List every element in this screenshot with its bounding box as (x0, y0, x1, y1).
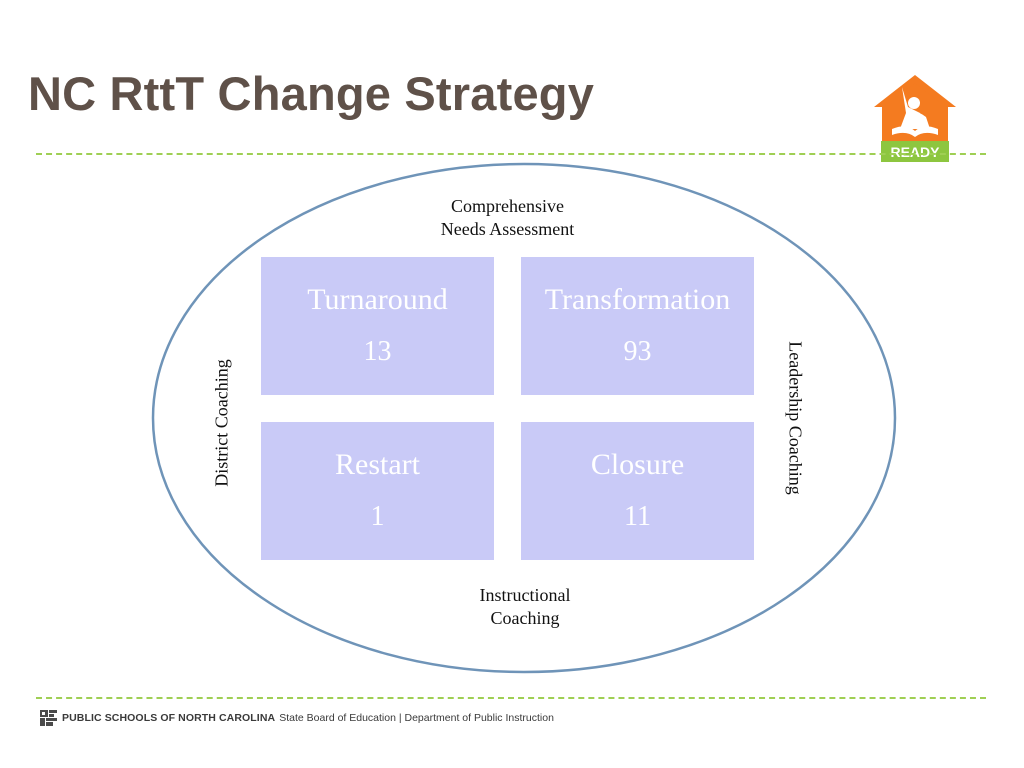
district-coaching-label: District Coaching (211, 359, 232, 487)
box-name: Closure (590, 448, 685, 481)
footer-department: State Board of Education | Department of… (279, 712, 554, 724)
comprehensive-needs-assessment-label: Comprehensive Needs Assessment (400, 195, 615, 241)
cna-line-1: Comprehensive (451, 196, 564, 216)
footer-org-name: PUBLIC SCHOOLS OF NORTH CAROLINA (62, 712, 276, 724)
box-name: Turnaround (307, 283, 448, 316)
cna-line-2: Needs Assessment (440, 219, 575, 239)
leadership-coaching-label: Leadership Coaching (785, 341, 806, 495)
logo-banner (881, 141, 949, 162)
restart-box: Restart 1 (261, 422, 494, 560)
ic-line-1: Instructional (479, 585, 571, 605)
ic-line-2: Coaching (490, 608, 560, 628)
footer: PUBLIC SCHOOLS OF NORTH CAROLINA State B… (39, 708, 554, 728)
strategy-ellipse (151, 162, 897, 674)
logo-text: READY (890, 144, 940, 160)
ready-logo: READY (874, 75, 956, 162)
logo-book (892, 126, 938, 137)
box-count: 93 (623, 336, 652, 367)
turnaround-box: Turnaround 13 (261, 257, 494, 395)
top-dashed-rule (36, 153, 986, 155)
bottom-dashed-rule (36, 697, 986, 699)
nc-schools-seal-icon (40, 710, 57, 726)
box-name: Restart (335, 448, 420, 481)
box-count: 13 (363, 336, 392, 367)
instructional-coaching-label: Instructional Coaching (430, 584, 620, 630)
logo-figure-arm (902, 87, 920, 117)
box-count: 1 (370, 501, 385, 532)
box-count: 11 (624, 501, 651, 532)
slide-title: NC RttT Change Strategy (28, 67, 595, 120)
closure-box: Closure 11 (521, 422, 754, 560)
logo-figure-head (908, 97, 920, 109)
transformation-box: Transformation 93 (521, 257, 754, 395)
box-name: Transformation (544, 283, 731, 316)
logo-figure-body (900, 111, 930, 129)
